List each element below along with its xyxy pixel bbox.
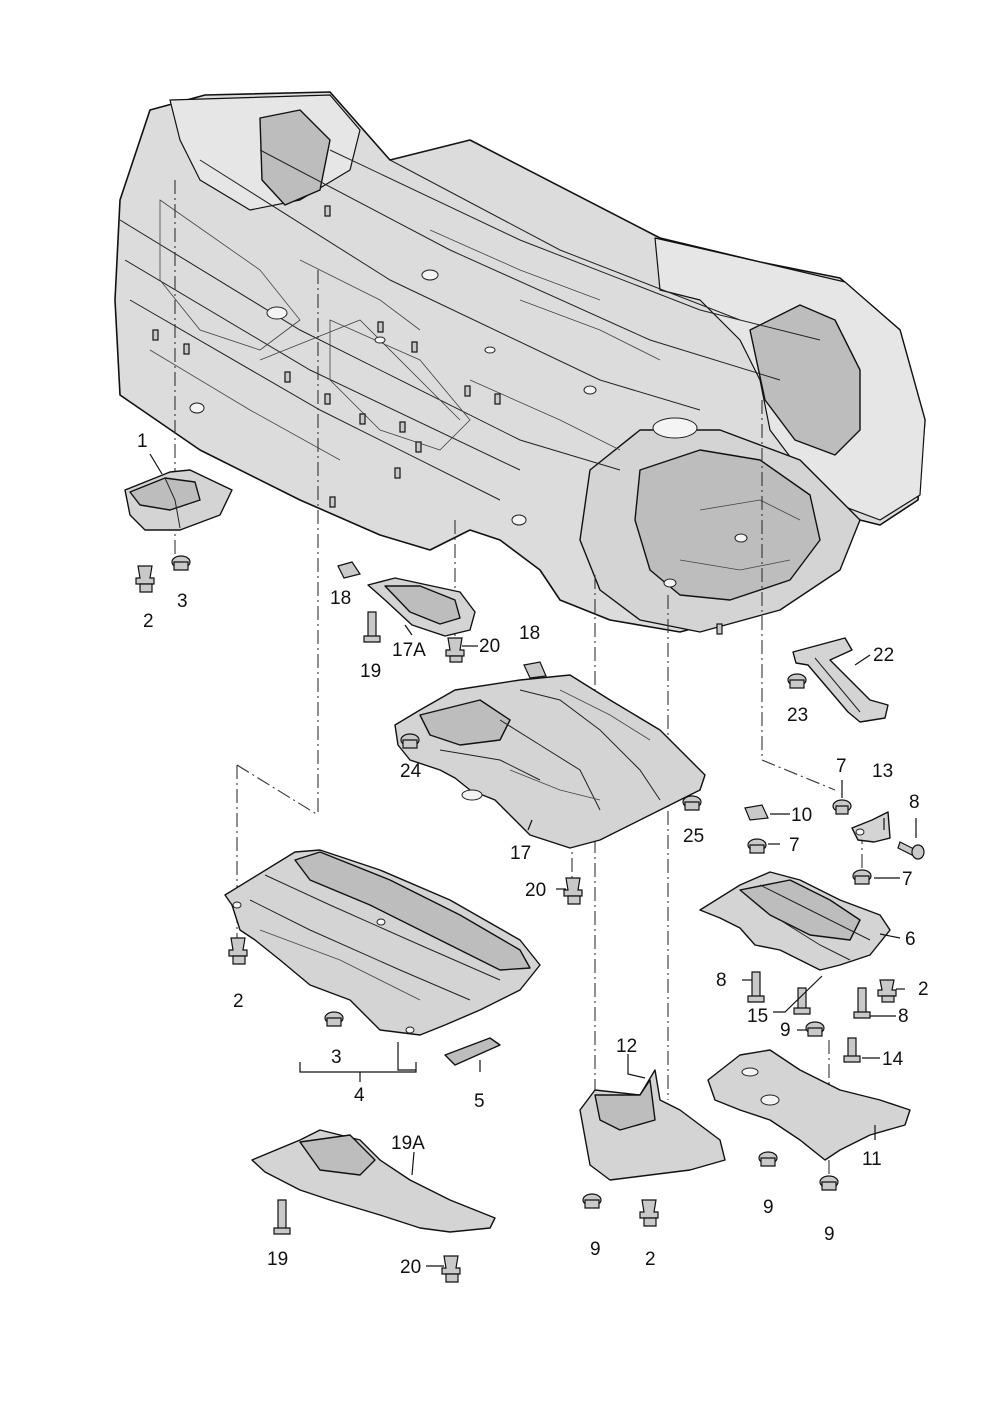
label-25: 25 [683,826,704,847]
label-1: 1 [137,431,148,452]
clip-18-a [337,561,361,579]
part-6-cover [699,871,891,971]
label-7-b: 7 [789,835,800,856]
fastener-2-c [228,937,248,965]
label-18-a: 18 [330,588,351,609]
fastener-9-a [805,1021,825,1037]
bolt-19-a [363,611,381,643]
part-12-cover [579,1069,726,1181]
callout-labels: 1 2 3 18 17A 20 19 18 22 23 24 7 13 8 10… [137,431,929,1278]
screw-8-a [897,841,925,860]
fastener-3-b [324,1011,344,1027]
label-19A: 19A [391,1133,425,1154]
part-19A-cover [251,1129,496,1233]
label-12: 12 [616,1036,637,1057]
fastener-9-c [758,1151,778,1167]
label-5: 5 [474,1091,485,1112]
label-9-d: 9 [824,1224,835,1245]
clip-10 [744,804,769,821]
label-7-c: 7 [902,869,913,890]
label-20-a: 20 [479,636,500,657]
bracket-13 [851,811,891,843]
label-22: 22 [873,645,894,666]
label-2-c: 2 [233,991,244,1012]
leader-lines [149,453,917,1267]
clip-18-b [523,661,547,679]
label-3-a: 3 [177,591,188,612]
label-17: 17 [510,843,531,864]
label-24: 24 [400,761,422,782]
screw-8-c [853,987,871,1019]
fastener-24 [400,733,420,749]
label-17A: 17A [392,640,426,661]
label-19-a: 19 [360,661,381,682]
label-3-b: 3 [331,1047,342,1068]
vehicle-underbody [114,91,926,635]
label-8-a: 8 [909,792,920,813]
label-14: 14 [882,1049,904,1070]
bolt-19-b [273,1199,291,1235]
part-1-cover [124,469,233,531]
label-15: 15 [747,1006,768,1027]
fastener-3-a [171,555,191,571]
fastener-2-a [135,565,155,593]
label-18-b: 18 [519,623,540,644]
fastener-7-c [852,869,872,885]
fastener-9-d [819,1175,839,1191]
part-5-strip [444,1037,501,1066]
fastener-7-b [747,838,767,854]
fastener-7-a [832,799,852,815]
fastener-2-d [639,1199,659,1227]
label-11: 11 [862,1149,882,1170]
fastener-9-b [582,1193,602,1209]
part-11-cover [707,1049,911,1161]
fastener-25 [682,795,702,811]
fastener-20-c [441,1255,461,1283]
fastener-20-a [445,637,465,663]
fastener-2-b [877,979,897,1003]
label-2-b: 2 [918,979,929,1000]
label-8-c: 8 [898,1006,909,1027]
part-4-large-panel [224,849,541,1036]
fastener-20-b [563,877,583,905]
screw-8-b [747,971,765,1003]
label-20-b: 20 [525,880,546,901]
label-20-c: 20 [400,1257,421,1278]
label-19-b: 19 [267,1249,288,1270]
screw-14 [843,1037,861,1063]
label-2-d: 2 [645,1249,656,1270]
label-4: 4 [354,1085,365,1106]
label-10: 10 [791,805,812,826]
part-22-bracket [792,637,889,723]
label-6: 6 [905,929,916,950]
label-9-b: 9 [590,1239,601,1260]
label-8-b: 8 [716,970,727,991]
label-23: 23 [787,705,808,726]
label-2-a: 2 [143,611,154,632]
fastener-23 [787,673,807,689]
label-7-a: 7 [836,756,847,777]
part-17A-cover [367,577,476,637]
label-9-c: 9 [763,1197,774,1218]
label-9-a: 9 [780,1020,791,1041]
label-13: 13 [872,761,893,782]
part-17-main-panel [394,674,706,849]
